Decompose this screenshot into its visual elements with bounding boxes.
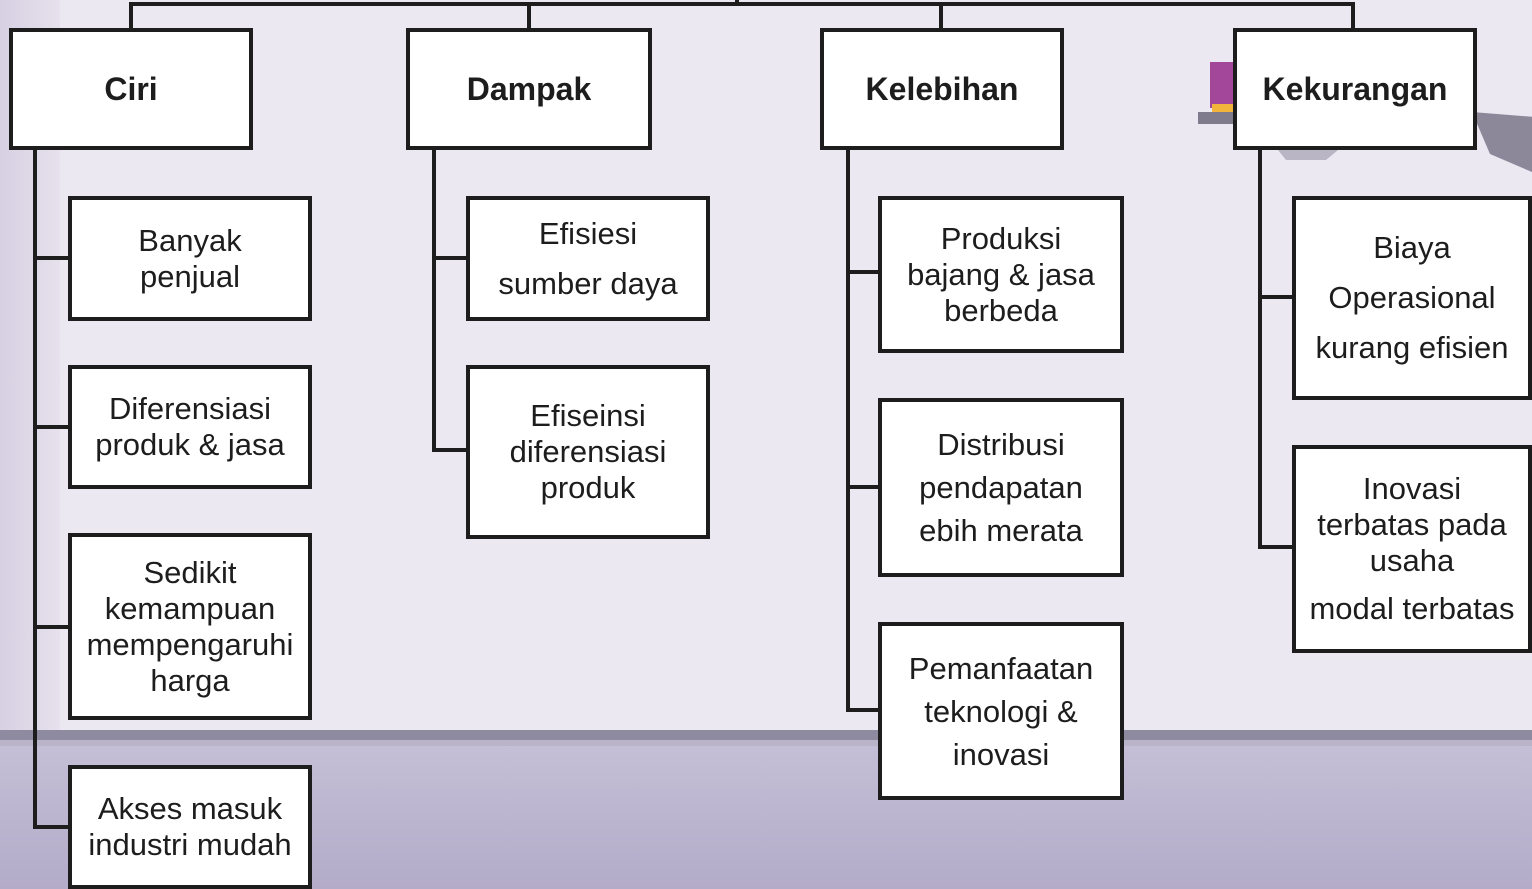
header-kekurangan-label: Kekurangan [1262,70,1448,107]
ciri-item-2-line-1: Diferensiasi [109,391,271,426]
kelebihan-item-1: Produksi bajang & jasa berbeda [878,196,1124,353]
kekurangan-item-2-line-4: modal terbatas [1309,591,1515,626]
header-kelebihan-label: Kelebihan [865,70,1019,107]
dampak-item-2-line-2: diferensiasi [509,434,667,469]
kekurangan-item-2-line-1: Inovasi [1362,471,1462,506]
ciri-item-3-line-3: mempengaruhi [86,626,294,662]
kelebihan-item-2-line-1: Distribusi [937,427,1065,462]
kelebihan-item-3: Pemanfaatan teknologi & inovasi [878,622,1124,800]
kelebihan-item-2: Distribusi pendapatan ebih merata [878,398,1124,577]
header-dampak-label: Dampak [466,70,592,107]
ciri-item-4-line-2: industri mudah [88,827,292,862]
decor-book [1210,62,1236,108]
header-ciri: Ciri [9,28,253,150]
ciri-item-2: Diferensiasi produk & jasa [68,365,312,489]
ciri-item-1: Banyak penjual [68,196,312,321]
ciri-item-1-line-1: Banyak [138,222,242,258]
ciri-item-4: Akses masuk industri mudah [68,765,312,889]
dampak-item-2-line-3: produk [540,470,636,505]
header-dampak: Dampak [406,28,652,150]
ciri-item-3: Sedikit kemampuan mempengaruhi harga [68,533,312,720]
kekurangan-item-2: Inovasi terbatas pada usaha modal terbat… [1292,445,1532,653]
kelebihan-item-3-line-1: Pemanfaatan [908,650,1094,686]
background-baseboard [0,730,1532,740]
kelebihan-item-3-line-2: teknologi & [924,693,1078,729]
decor-shelf [1198,112,1238,124]
kelebihan-item-3-line-3: inovasi [952,736,1050,772]
background-baseboard-light [0,740,1532,746]
dampak-item-1-line-1: Efisiesi [538,215,638,251]
kekurangan-item-1-line-2: Operasional [1328,280,1496,315]
kelebihan-item-1-line-2: bajang & jasa [907,256,1095,292]
ciri-item-2-line-2: produk & jasa [95,427,285,462]
kekurangan-item-1: Biaya Operasional kurang efisien [1292,196,1532,400]
header-kekurangan: Kekurangan [1233,28,1477,150]
header-kelebihan: Kelebihan [820,28,1064,150]
ciri-item-3-line-4: harga [150,662,230,698]
kekurangan-item-1-line-1: Biaya [1373,230,1451,265]
ciri-item-3-line-1: Sedikit [143,554,237,590]
ciri-item-1-line-2: penjual [140,258,240,294]
kelebihan-item-2-line-2: pendapatan [919,470,1083,505]
ciri-item-3-line-2: kemampuan [104,590,276,626]
kelebihan-item-1-line-1: Produksi [940,220,1062,256]
ciri-item-4-line-1: Akses masuk [97,791,283,826]
kelebihan-item-1-line-3: berbeda [944,292,1058,328]
dampak-item-1-line-2: sumber daya [498,265,678,301]
kekurangan-item-1-line-3: kurang efisien [1315,330,1509,365]
kekurangan-item-2-line-3: usaha [1369,543,1455,578]
dampak-item-1: Efisiesi sumber daya [466,196,710,321]
dampak-item-2: Efiseinsi diferensiasi produk [466,365,710,539]
kekurangan-item-2-line-2: terbatas pada [1317,507,1507,542]
dampak-item-2-line-1: Efiseinsi [530,398,646,433]
header-ciri-label: Ciri [104,70,158,107]
decor-book-edge [1212,104,1234,112]
kelebihan-item-2-line-3: ebih merata [919,513,1083,548]
